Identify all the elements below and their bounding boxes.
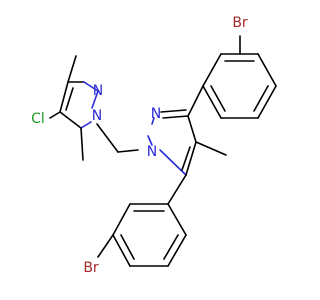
- bonds: [49, 35, 277, 267]
- bond: [151, 117, 155, 125]
- bond: [147, 135, 153, 146]
- bond: [195, 141, 227, 156]
- bond: [83, 81, 99, 92]
- bond: [257, 53, 277, 87]
- bond: [96, 123, 119, 153]
- bond: [202, 53, 222, 87]
- bond: [160, 109, 187, 113]
- bond: [59, 81, 69, 113]
- bond: [80, 121, 92, 129]
- molecule-structure: N N N N Cl Br Br: [31, 15, 277, 276]
- bond: [253, 85, 269, 112]
- bond: [202, 85, 222, 119]
- bond: [117, 149, 139, 153]
- bond: [181, 146, 191, 171]
- bond: [167, 234, 187, 267]
- bond: [163, 234, 179, 260]
- bromine-atom: Br: [232, 15, 248, 31]
- bond: [59, 111, 82, 129]
- bond: [97, 234, 114, 258]
- bond: [91, 90, 99, 109]
- bond: [162, 115, 189, 119]
- bond: [65, 87, 74, 111]
- bond: [210, 85, 226, 112]
- nitrogen-atom: N: [93, 83, 103, 99]
- bond: [159, 149, 187, 176]
- bond: [187, 85, 204, 117]
- bromine-atom: Br: [83, 260, 99, 276]
- nitrogen-atom: N: [147, 144, 157, 160]
- chlorine-atom: Cl: [31, 111, 45, 127]
- bond: [67, 55, 77, 83]
- bond: [187, 115, 197, 143]
- bond: [167, 203, 187, 236]
- atom-labels: N N N N Cl Br Br: [31, 15, 248, 276]
- bond: [112, 234, 131, 267]
- nitrogen-atom: N: [151, 106, 161, 122]
- bond: [185, 141, 197, 176]
- bond: [112, 203, 131, 236]
- nitrogen-atom: N: [92, 108, 102, 124]
- bond: [49, 111, 61, 119]
- bond: [120, 234, 135, 260]
- bond: [80, 127, 84, 161]
- bond: [167, 174, 187, 205]
- bond: [257, 85, 277, 119]
